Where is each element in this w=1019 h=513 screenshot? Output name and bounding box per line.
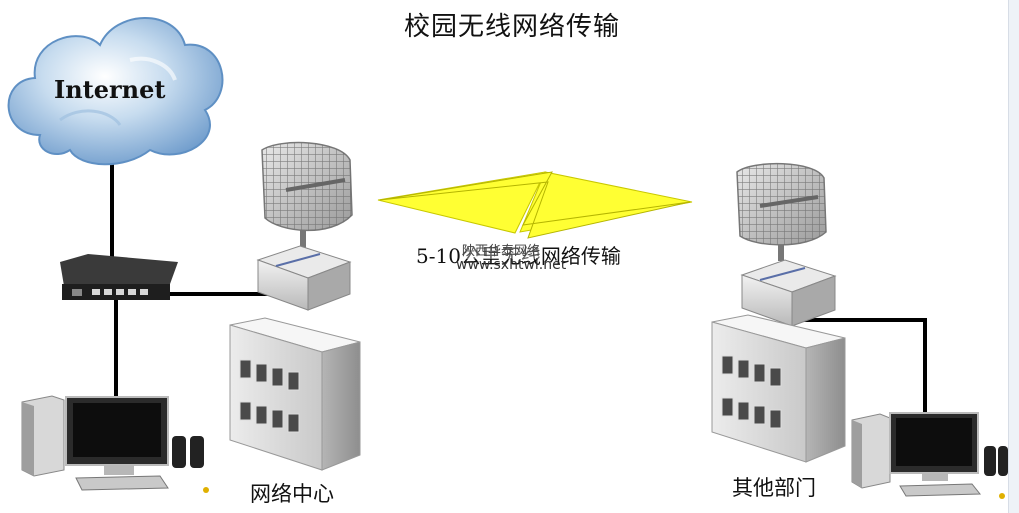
diagram-title: 校园无线网络传输	[404, 6, 620, 43]
other-department-label: 其他部门	[732, 472, 816, 502]
left-wireless-bridge-icon	[258, 246, 350, 310]
right-wireless-bridge-icon	[742, 260, 835, 326]
right-edge-strip	[1008, 0, 1019, 513]
network-center-building-icon	[230, 318, 360, 470]
right-computer-icon	[852, 413, 1008, 499]
router-icon	[60, 254, 178, 300]
left-computer-icon	[22, 396, 209, 493]
left-grid-antenna-icon	[262, 143, 352, 250]
other-department-building-icon	[712, 315, 845, 462]
watermark-url: www.sxhtwl.net	[456, 257, 566, 273]
right-grid-antenna-icon	[737, 164, 826, 261]
network-center-label: 网络中心	[250, 478, 334, 508]
internet-label: Internet	[54, 75, 165, 104]
